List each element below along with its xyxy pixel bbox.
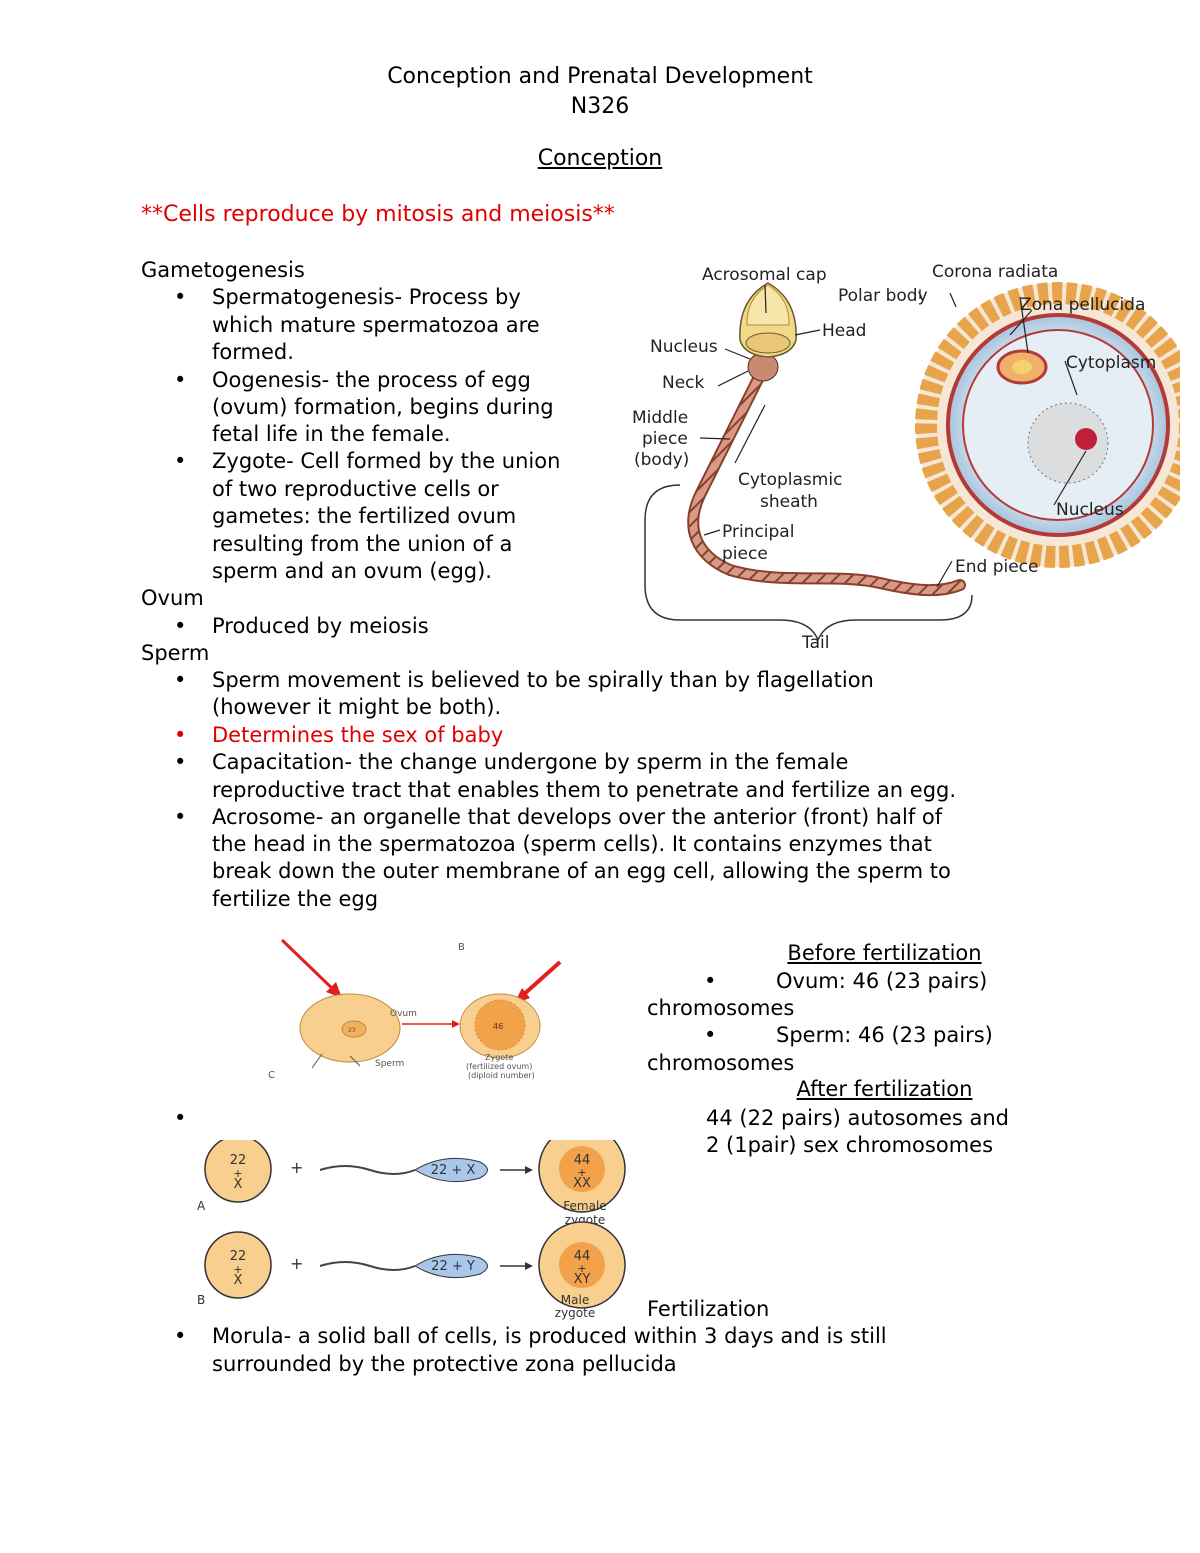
sex-determination-diagram: 22 + X A + 22 + X 44 + XX Female zygote …	[197, 1140, 626, 1320]
label-middle-piece-2: piece	[642, 429, 688, 449]
zygote-label: Zygote	[485, 1053, 513, 1062]
label-nucleus-sperm: Nucleus	[650, 337, 718, 357]
sperm-chromosomes: Sperm: 46 (23 pairs)	[776, 1023, 993, 1047]
svg-text:22: 22	[230, 1153, 247, 1168]
label-cytoplasm: Cytoplasm	[1066, 353, 1156, 373]
bullet: •	[704, 1023, 717, 1047]
svg-text:44: 44	[574, 1153, 591, 1168]
label-neck: Neck	[662, 373, 705, 393]
before-fertilization-heading: Before fertilization	[787, 941, 982, 965]
female-label: Female	[563, 1199, 606, 1213]
ovum-label: Ovum	[390, 1009, 417, 1019]
bullet: •	[704, 969, 717, 993]
svg-text:+: +	[577, 1166, 586, 1179]
male-label: Male	[561, 1293, 589, 1307]
sperm-chromosomes-cont: chromosomes	[647, 1051, 795, 1075]
row-label-a: A	[197, 1199, 206, 1213]
ovum-heading: Ovum	[141, 586, 204, 610]
label-end-piece: End piece	[955, 557, 1039, 577]
label-tail: Tail	[801, 633, 829, 653]
zygote-number: 46	[493, 1022, 503, 1031]
sperm-y: 22 + Y	[431, 1259, 475, 1274]
svg-text:X: X	[234, 1273, 243, 1288]
svg-text:XY: XY	[574, 1272, 591, 1287]
row-label-b: B	[197, 1293, 205, 1307]
row-female: 22 + X A + 22 + X 44 + XX Female zygote	[197, 1140, 626, 1227]
label-cytoplasmic-sheath-2: sheath	[760, 492, 818, 512]
sperm-heading: Sperm	[141, 641, 210, 665]
after-line-1: 44 (22 pairs) autosomes and	[706, 1106, 1010, 1130]
row-male: 22 + X B + 22 + Y 44 + XY Male zygote	[197, 1221, 626, 1320]
svg-text:X: X	[234, 1177, 243, 1192]
svg-text:44: 44	[574, 1249, 591, 1264]
fertilization-heading: Fertilization	[647, 1297, 770, 1321]
svg-text:+: +	[233, 1167, 242, 1180]
label-middle-piece-1: Middle	[632, 408, 688, 428]
svg-text:+: +	[577, 1262, 586, 1275]
zygote-sublabel-2: (diploid number)	[468, 1071, 535, 1080]
empty-bullet: •	[174, 1106, 187, 1130]
section-heading: Conception	[537, 146, 663, 171]
label-polar-body: Polar body	[838, 286, 928, 306]
gametogenesis-heading: Gametogenesis	[141, 258, 305, 282]
plus-sign: +	[290, 1158, 303, 1177]
label-principal-piece-1: Principal	[722, 522, 794, 542]
fertilization-diagram: B 23 Ovum 46 C Sperm Zygote (fertilized …	[268, 938, 562, 1081]
label-middle-piece-3: (body)	[634, 450, 689, 470]
zygote-sublabel-1: (fertilized ovum)	[466, 1062, 532, 1071]
label-nucleus-ovum: Nucleus	[1056, 500, 1124, 520]
label-head: Head	[822, 321, 866, 341]
male-zygote-label: zygote	[555, 1306, 595, 1320]
ovum-chromosomes-cont: chromosomes	[647, 996, 795, 1020]
label-corona-radiata: Corona radiata	[932, 262, 1058, 282]
sex-determination-item: Determines the sex of baby	[174, 721, 503, 749]
svg-text:+: +	[233, 1263, 242, 1276]
course-code: N326	[570, 94, 630, 119]
ovum-chromosomes: Ovum: 46 (23 pairs)	[776, 969, 988, 993]
corner-label-c: C	[268, 1070, 275, 1081]
label-acrosomal-cap: Acrosomal cap	[702, 265, 827, 285]
after-fertilization-heading: After fertilization	[796, 1077, 973, 1101]
svg-text:XX: XX	[573, 1176, 591, 1191]
sperm-label: Sperm	[375, 1059, 404, 1069]
svg-text:22: 22	[230, 1249, 247, 1264]
ovum-number: 23	[348, 1027, 356, 1034]
sperm-ovum-anatomy-diagram: Acrosomal cap Head Nucleus Neck Middle p…	[632, 262, 1180, 653]
after-line-2: 2 (1pair) sex chromosomes	[706, 1133, 994, 1157]
label-zona-pellucida: Zona pellucida	[1020, 295, 1145, 315]
ovum-item: Produced by meiosis	[174, 612, 429, 640]
document-title: Conception and Prenatal Development	[387, 64, 813, 89]
corner-label-b: B	[458, 942, 465, 953]
highlight-note: **Cells reproduce by mitosis and meiosis…	[141, 202, 615, 227]
sperm-x: 22 + X	[431, 1163, 476, 1178]
label-cytoplasmic-sheath-1: Cytoplasmic	[738, 470, 842, 490]
label-principal-piece-2: piece	[722, 544, 768, 564]
plus-sign: +	[290, 1254, 303, 1273]
